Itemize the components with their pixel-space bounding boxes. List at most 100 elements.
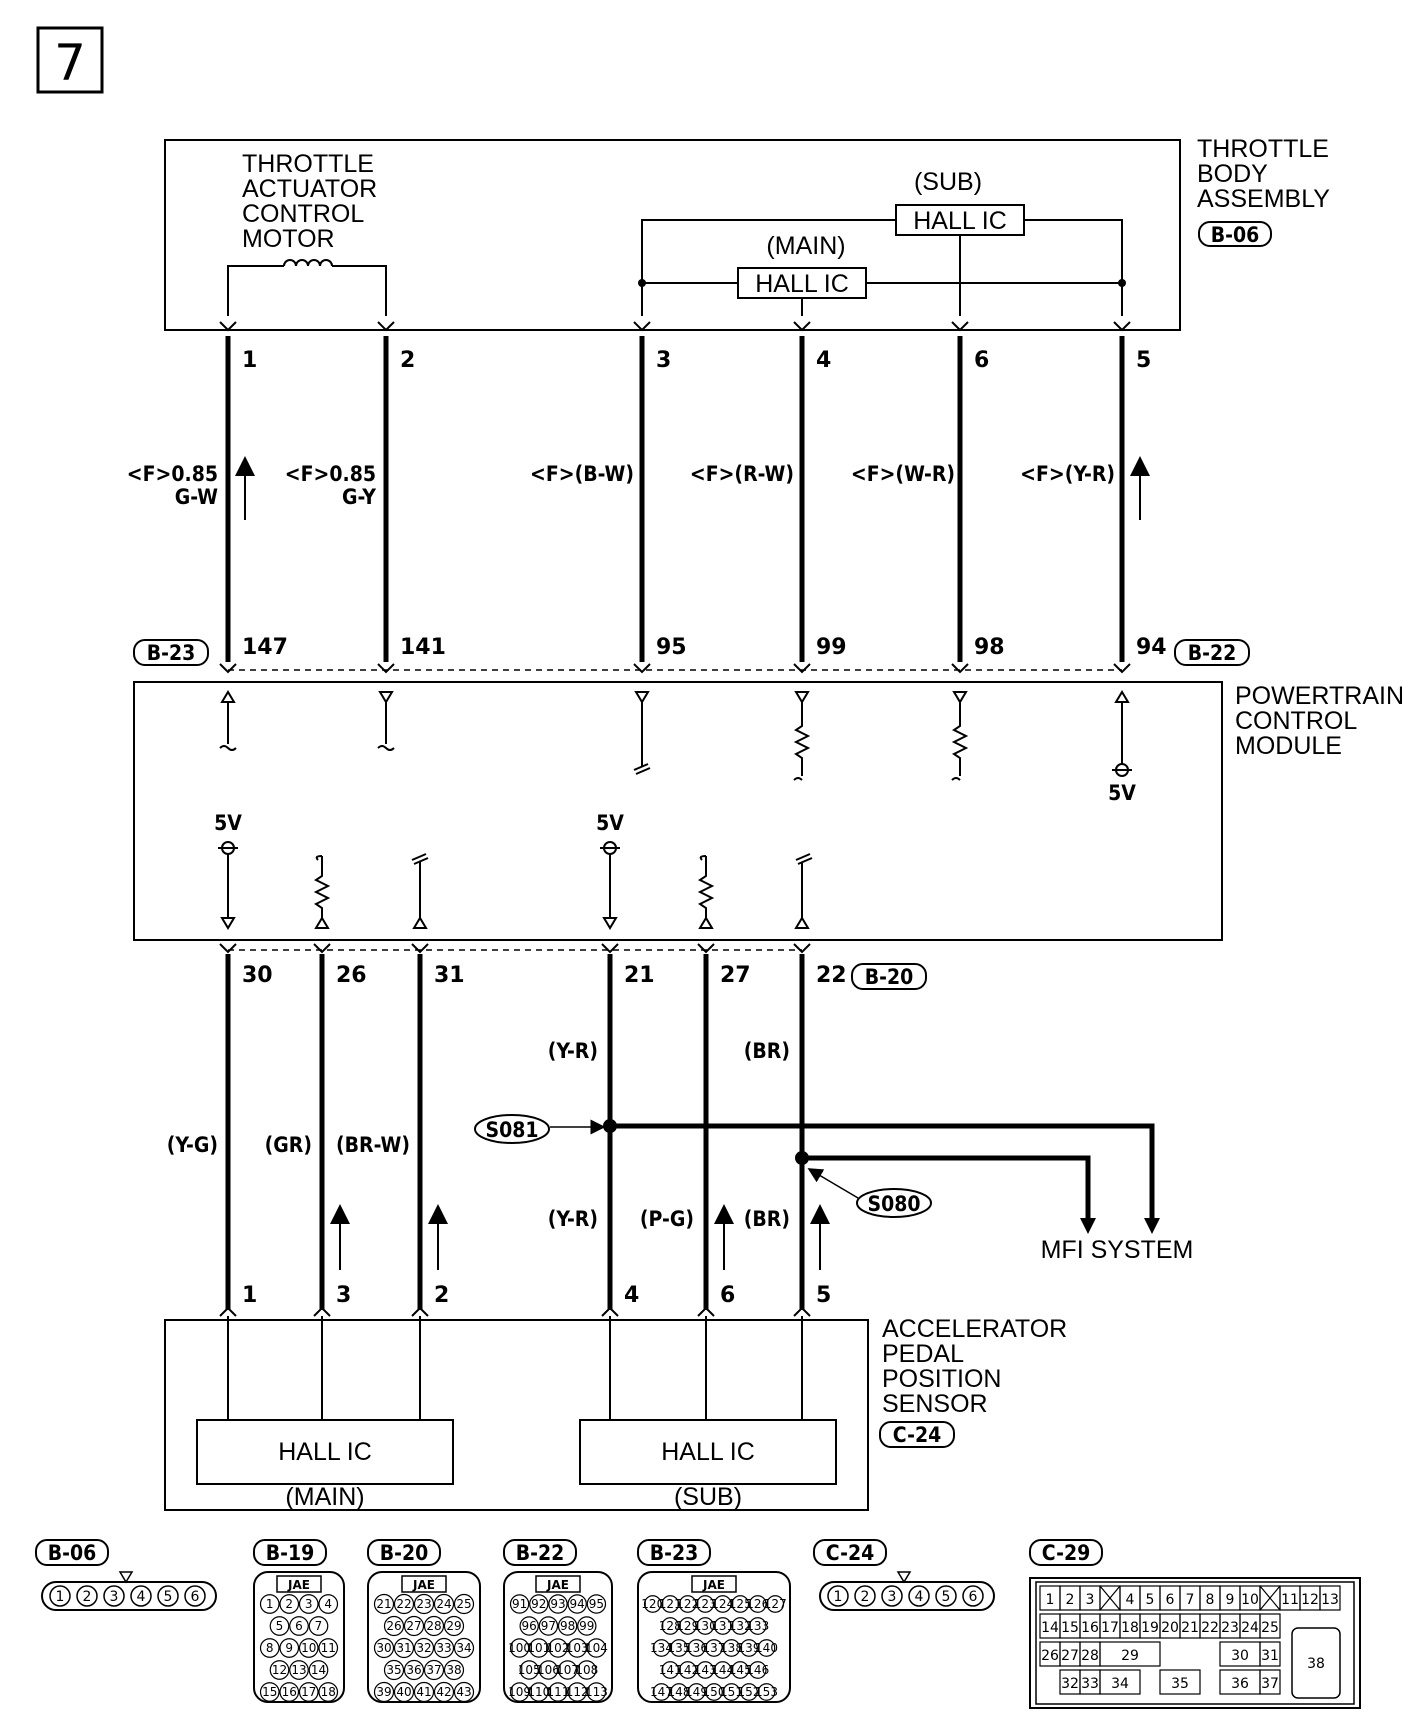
pin-circle	[748, 1595, 767, 1613]
pin-number: 14	[311, 1663, 326, 1677]
pin-number: 146	[746, 1663, 769, 1677]
mfi-system-label: MFI SYSTEM	[1041, 1236, 1194, 1264]
pcm-lower-terminals	[219, 943, 811, 954]
splice-dot	[795, 1151, 809, 1165]
wire-color: G-Y	[342, 485, 376, 509]
motor-label: THROTTLE ACTUATOR CONTROL MOTOR	[242, 150, 384, 253]
app-sub-label: (SUB)	[674, 1483, 742, 1511]
pin-circle	[538, 1616, 559, 1636]
pin-number: 125	[729, 1597, 752, 1611]
pin-circle	[696, 1595, 715, 1613]
pin-circle	[731, 1617, 750, 1635]
pin-number: 10	[301, 1641, 316, 1655]
pin-circle	[577, 1660, 597, 1680]
wire-code: <F>0.85	[285, 462, 376, 486]
pcm-pin: 147	[242, 635, 288, 660]
pin-number: 130	[694, 1619, 717, 1633]
pin-number: 1	[56, 1589, 65, 1605]
connector-tag: B-22	[1188, 641, 1237, 665]
pin-circle	[652, 1639, 671, 1657]
pin-circle	[748, 1617, 767, 1635]
connector-face-tag-box	[253, 1539, 327, 1566]
pin-circle	[279, 1638, 300, 1658]
splice-tag: S081	[485, 1118, 538, 1142]
pin-number: 97	[541, 1619, 556, 1633]
connector-face-tag-box	[1029, 1539, 1103, 1566]
pin-number: 140	[755, 1641, 778, 1655]
pin-number: 35	[1171, 1676, 1189, 1692]
pin-number: 17	[1101, 1620, 1119, 1636]
wire-code: <F>(Y-R)	[1020, 462, 1115, 486]
wire-color: G-W	[175, 485, 218, 509]
voltage-label: 5V	[596, 811, 624, 835]
pin-circle	[529, 1638, 549, 1658]
app-internal-wires	[227, 1316, 803, 1420]
connector-key-label: JAE	[287, 1578, 310, 1592]
junction-dot	[1118, 279, 1126, 287]
pin-circle	[289, 1616, 309, 1636]
upper-wires	[225, 336, 1125, 662]
pin-circle	[509, 1594, 530, 1614]
pin-number: 16	[282, 1685, 297, 1699]
hall-ic-sub: HALL IC	[913, 207, 1007, 235]
pin-number: 43	[456, 1685, 471, 1699]
pin-circle	[748, 1661, 767, 1679]
pin-circle	[548, 1594, 568, 1614]
pin-number: 98	[560, 1619, 575, 1633]
pin-circle	[443, 1615, 465, 1637]
pcm-label: POWERTRAIN CONTROL MODULE	[1235, 682, 1408, 760]
pin-circle	[130, 1585, 152, 1607]
pin-number: 149	[685, 1685, 708, 1699]
pin-number: 92	[531, 1597, 546, 1611]
pin-number: 30	[376, 1641, 391, 1655]
pin-number: 36	[406, 1663, 421, 1677]
wire-code: <F>(R-W)	[690, 462, 794, 486]
connector-face-tag: B-23	[650, 1541, 699, 1565]
pin-circle	[453, 1637, 475, 1659]
wire-color: (P-G)	[640, 1207, 694, 1231]
pin-number: 111	[547, 1685, 570, 1699]
pin-number: 121	[659, 1597, 682, 1611]
pin-number: 128	[659, 1619, 682, 1633]
pin-circle	[557, 1660, 578, 1680]
pin-circle	[269, 1616, 290, 1636]
wire-color: (Y-R)	[548, 1039, 598, 1063]
wire-color: (BR-W)	[336, 1133, 410, 1157]
pin-circle	[298, 1682, 319, 1702]
pin-circle	[443, 1659, 465, 1681]
pin-number: 134	[650, 1641, 673, 1655]
pin-circle	[661, 1617, 680, 1635]
app-sensor-box	[164, 1319, 869, 1511]
pin-number: 15	[262, 1685, 277, 1699]
pin-circle	[184, 1585, 206, 1607]
pin-number: 96	[522, 1619, 537, 1633]
voltage-label: 5V	[1108, 781, 1136, 805]
connector-key	[691, 1575, 737, 1593]
pin-circle	[259, 1682, 280, 1702]
wire-code: <F>(B-W)	[530, 462, 634, 486]
pin-number: 3	[305, 1597, 313, 1611]
connector-tag-box	[1198, 221, 1272, 247]
pin-number: 15	[1061, 1620, 1079, 1636]
tb-pin: 1	[242, 348, 257, 373]
pin-circle	[403, 1659, 425, 1681]
pcm-pin: 99	[816, 635, 847, 660]
pin-number: 120	[641, 1597, 664, 1611]
pin-number: 19	[1141, 1620, 1159, 1636]
pin-number: 27	[406, 1619, 421, 1633]
pin-number: 34	[1111, 1676, 1129, 1692]
pin-number: 24	[436, 1597, 451, 1611]
pin-number: 99	[579, 1619, 594, 1633]
app-hall-ic-main: HALL IC	[278, 1438, 372, 1466]
pin-number: 37	[426, 1663, 441, 1677]
pin-number: 29	[446, 1619, 461, 1633]
pin-number: 3	[888, 1589, 897, 1605]
pin-number: 127	[764, 1597, 787, 1611]
connector-tag-box	[851, 963, 927, 990]
pin-circle	[881, 1585, 903, 1607]
pin-number: 35	[386, 1663, 401, 1677]
connector-key-label: JAE	[702, 1578, 725, 1592]
pin-number: 41	[416, 1685, 431, 1699]
pin-number: 25	[456, 1597, 471, 1611]
pin-circle	[259, 1638, 280, 1658]
